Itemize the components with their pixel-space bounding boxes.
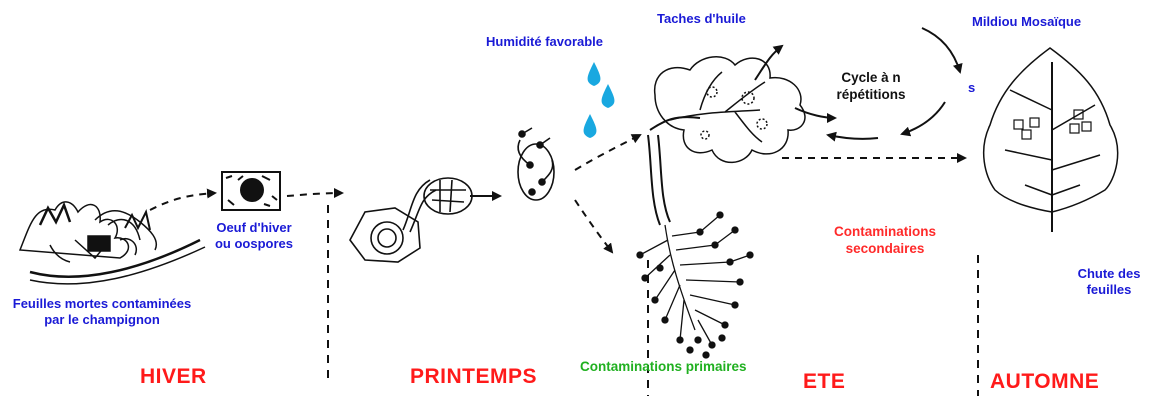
label-oospores-line2: ou oospores xyxy=(208,236,300,252)
arrow-leaves-to-oospore xyxy=(150,193,215,210)
season-hiver: HIVER xyxy=(140,365,207,389)
label-dead-leaves-line2: par le champignon xyxy=(2,312,202,328)
vine-leaf-illustration xyxy=(655,57,805,163)
label-cycle-line2: répétitions xyxy=(824,87,918,104)
cycle-arrow-bottom xyxy=(828,135,878,139)
arrow-zoospore-to-leaf xyxy=(575,135,640,170)
label-dead-leaves: Feuilles mortes contaminées par le champ… xyxy=(2,296,202,329)
cycle-arrow-top xyxy=(922,28,960,72)
label-secondary-line1: Contaminations xyxy=(820,224,950,241)
label-stray-s: s xyxy=(968,80,975,96)
season-ete: ETE xyxy=(803,370,845,394)
season-printemps: PRINTEMPS xyxy=(410,365,537,389)
water-drops xyxy=(584,62,615,138)
dead-leaves-illustration xyxy=(20,202,205,284)
label-mosaic-mildew: Mildiou Mosaïque xyxy=(972,14,1081,30)
label-oospores-line1: Oeuf d'hiver xyxy=(208,220,300,236)
label-primary-contaminations: Contaminations primaires xyxy=(580,359,747,376)
label-leaf-fall-line2: feuilles xyxy=(1068,282,1150,298)
label-cycle: Cycle à n répétitions xyxy=(824,70,918,104)
label-secondary-line2: secondaires xyxy=(820,241,950,258)
zoospores-illustration xyxy=(518,128,554,200)
label-leaf-fall-line1: Chute des xyxy=(1068,266,1150,282)
arrow-leaf-to-cycle xyxy=(795,108,835,118)
label-cycle-line1: Cycle à n xyxy=(824,70,918,87)
label-oil-spots: Taches d'huile xyxy=(657,11,746,27)
vine-stem xyxy=(648,117,700,225)
arrow-zoospore-down xyxy=(575,200,612,252)
oospore-illustration xyxy=(222,172,280,210)
cycle-arrow-right xyxy=(902,102,945,134)
grape-cluster-illustration xyxy=(637,212,753,358)
arrow-oospore-to-germination xyxy=(287,193,342,196)
germinating-oospore-illustration xyxy=(350,178,472,262)
arrow-leaf-out xyxy=(755,46,782,80)
label-leaf-fall: Chute des feuilles xyxy=(1068,266,1150,299)
season-automne: AUTOMNE xyxy=(990,370,1099,394)
autumn-leaf-illustration xyxy=(984,48,1118,232)
label-dead-leaves-line1: Feuilles mortes contaminées xyxy=(2,296,202,312)
label-secondary-contaminations: Contaminations secondaires xyxy=(820,224,950,258)
label-humidity: Humidité favorable xyxy=(486,34,603,50)
label-oospores: Oeuf d'hiver ou oospores xyxy=(208,220,300,253)
